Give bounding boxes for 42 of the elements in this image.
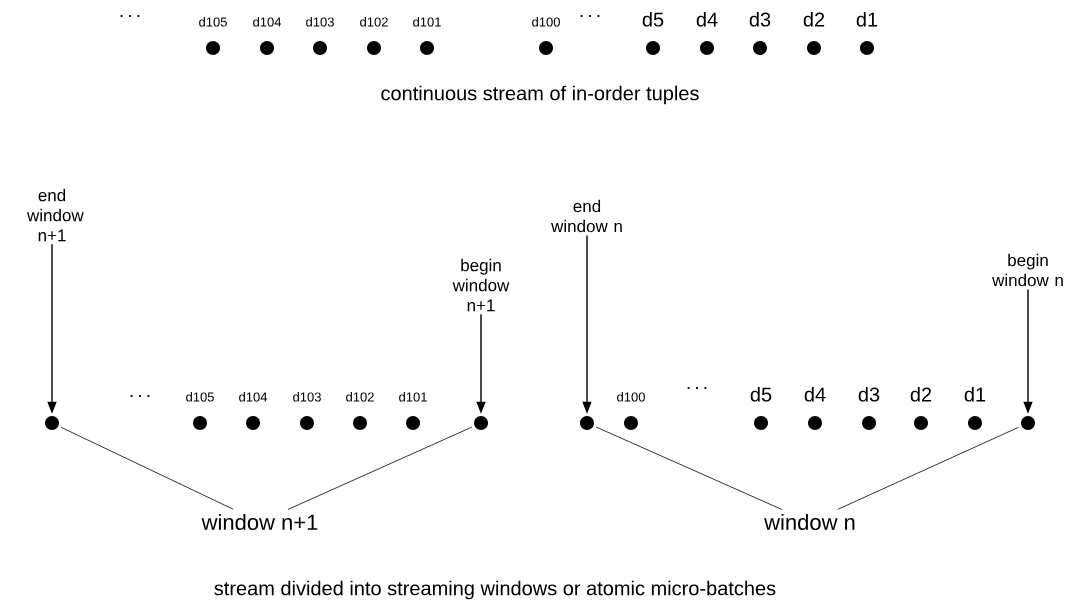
marker-label: end window n+1 (27, 188, 84, 242)
node-label: d5 (750, 386, 772, 402)
leader-line (60, 427, 234, 510)
node-label: d104 (239, 392, 268, 402)
node-label: d2 (803, 11, 825, 27)
node-label: d4 (696, 11, 718, 27)
node-label: d101 (399, 392, 427, 402)
node-label: d103 (306, 17, 334, 27)
node-label: d105 (199, 17, 227, 27)
dot (1021, 416, 1035, 430)
node-label: d3 (858, 386, 880, 402)
leader-line (837, 426, 1020, 510)
ellipsis: . . . (687, 387, 707, 389)
node-label: d5 (642, 11, 664, 27)
marker-label: begin window n+1 (452, 258, 510, 312)
dot (580, 416, 594, 430)
node-label: d103 (293, 392, 321, 402)
caption: stream divided into streaming windows or atomic micro-batches (214, 580, 776, 600)
node-label: d100 (532, 17, 560, 27)
node-label: d1 (964, 386, 986, 402)
ellipsis: . . . (130, 395, 150, 397)
dot (474, 416, 488, 430)
marker-label: begin window n (992, 253, 1063, 287)
node-label: d104 (253, 17, 282, 27)
leader-line (595, 426, 783, 510)
node-label: d4 (804, 386, 826, 402)
ellipsis: . . . (120, 15, 140, 17)
node-label: d105 (186, 392, 214, 402)
caption: continuous stream of in-order tuples (381, 85, 699, 105)
dot (45, 416, 59, 430)
leader-line (287, 426, 473, 510)
node-label: d3 (749, 11, 771, 27)
window-label: window n (764, 513, 855, 531)
node-label: d1 (856, 11, 878, 27)
node-label: d102 (360, 17, 388, 27)
node-label: d2 (910, 386, 932, 402)
node-label: d100 (617, 392, 645, 402)
node-label: d102 (346, 392, 374, 402)
node-label: d101 (413, 17, 441, 27)
window-label: window n+1 (201, 513, 318, 531)
ellipsis: . . . (580, 15, 600, 17)
marker-label: end window n (551, 199, 622, 233)
